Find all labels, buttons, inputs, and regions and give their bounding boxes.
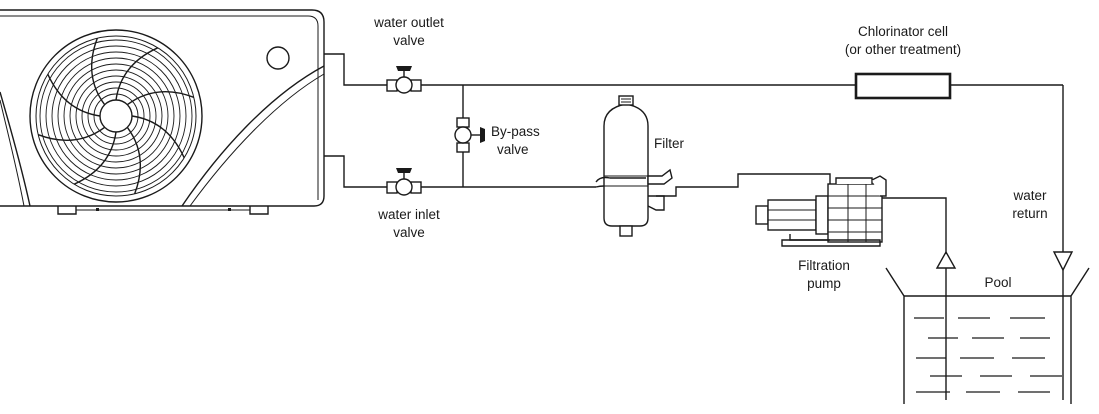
suction-arrow [935,250,957,269]
piping [324,53,1064,400]
fan-ring [39,39,193,193]
pump-label-line1: Filtration [798,258,850,273]
fan-spoke [131,115,185,159]
outlet-valve-label-line2: valve [393,33,425,48]
chlorinator-label-line2: (or other treatment) [845,42,961,57]
inlet-valve-label-line2: valve [393,225,425,240]
pump-label-line2: pump [807,276,841,291]
sand-filter [595,95,673,237]
fan-spoke [126,91,195,106]
fan-ring [93,93,139,139]
filter-label: Filter [654,136,685,151]
fan-ring [57,57,175,175]
fan-spoke [91,37,106,106]
fan-ring [75,75,157,157]
filtration-pump [755,175,887,247]
fan-spoke [126,126,141,195]
bypass-valve-label-line1: By-pass [491,124,540,139]
pool-label: Pool [984,275,1011,290]
fan-grille [29,29,203,203]
outlet-valve-label-line1: water outlet [373,15,444,30]
water-outlet-valve [386,66,422,94]
fan-spoke [37,126,106,141]
inlet-valve-label-line1: water inlet [377,207,440,222]
fan-spoke [47,73,101,117]
fan-ring [87,87,145,145]
fan-spoke [73,131,117,185]
fan-ring [63,63,169,169]
water-return-label-line2: return [1012,206,1047,221]
water-inlet-valve [386,168,422,196]
fan-ring [51,51,181,181]
fan-ring [81,81,151,151]
fan-ring [69,69,163,163]
bypass-valve [454,117,485,153]
chlorinator-label-line1: Chlorinator cell [858,24,948,39]
chlorinator-cell [854,72,952,100]
return-arrow [1052,251,1074,272]
pool [885,267,1090,404]
fan-ring [45,45,187,187]
fan-spoke [115,47,159,101]
bypass-valve-label-line2: valve [497,142,529,157]
heat-pump-unit [0,9,325,215]
water-return-label-line1: water [1012,188,1047,203]
